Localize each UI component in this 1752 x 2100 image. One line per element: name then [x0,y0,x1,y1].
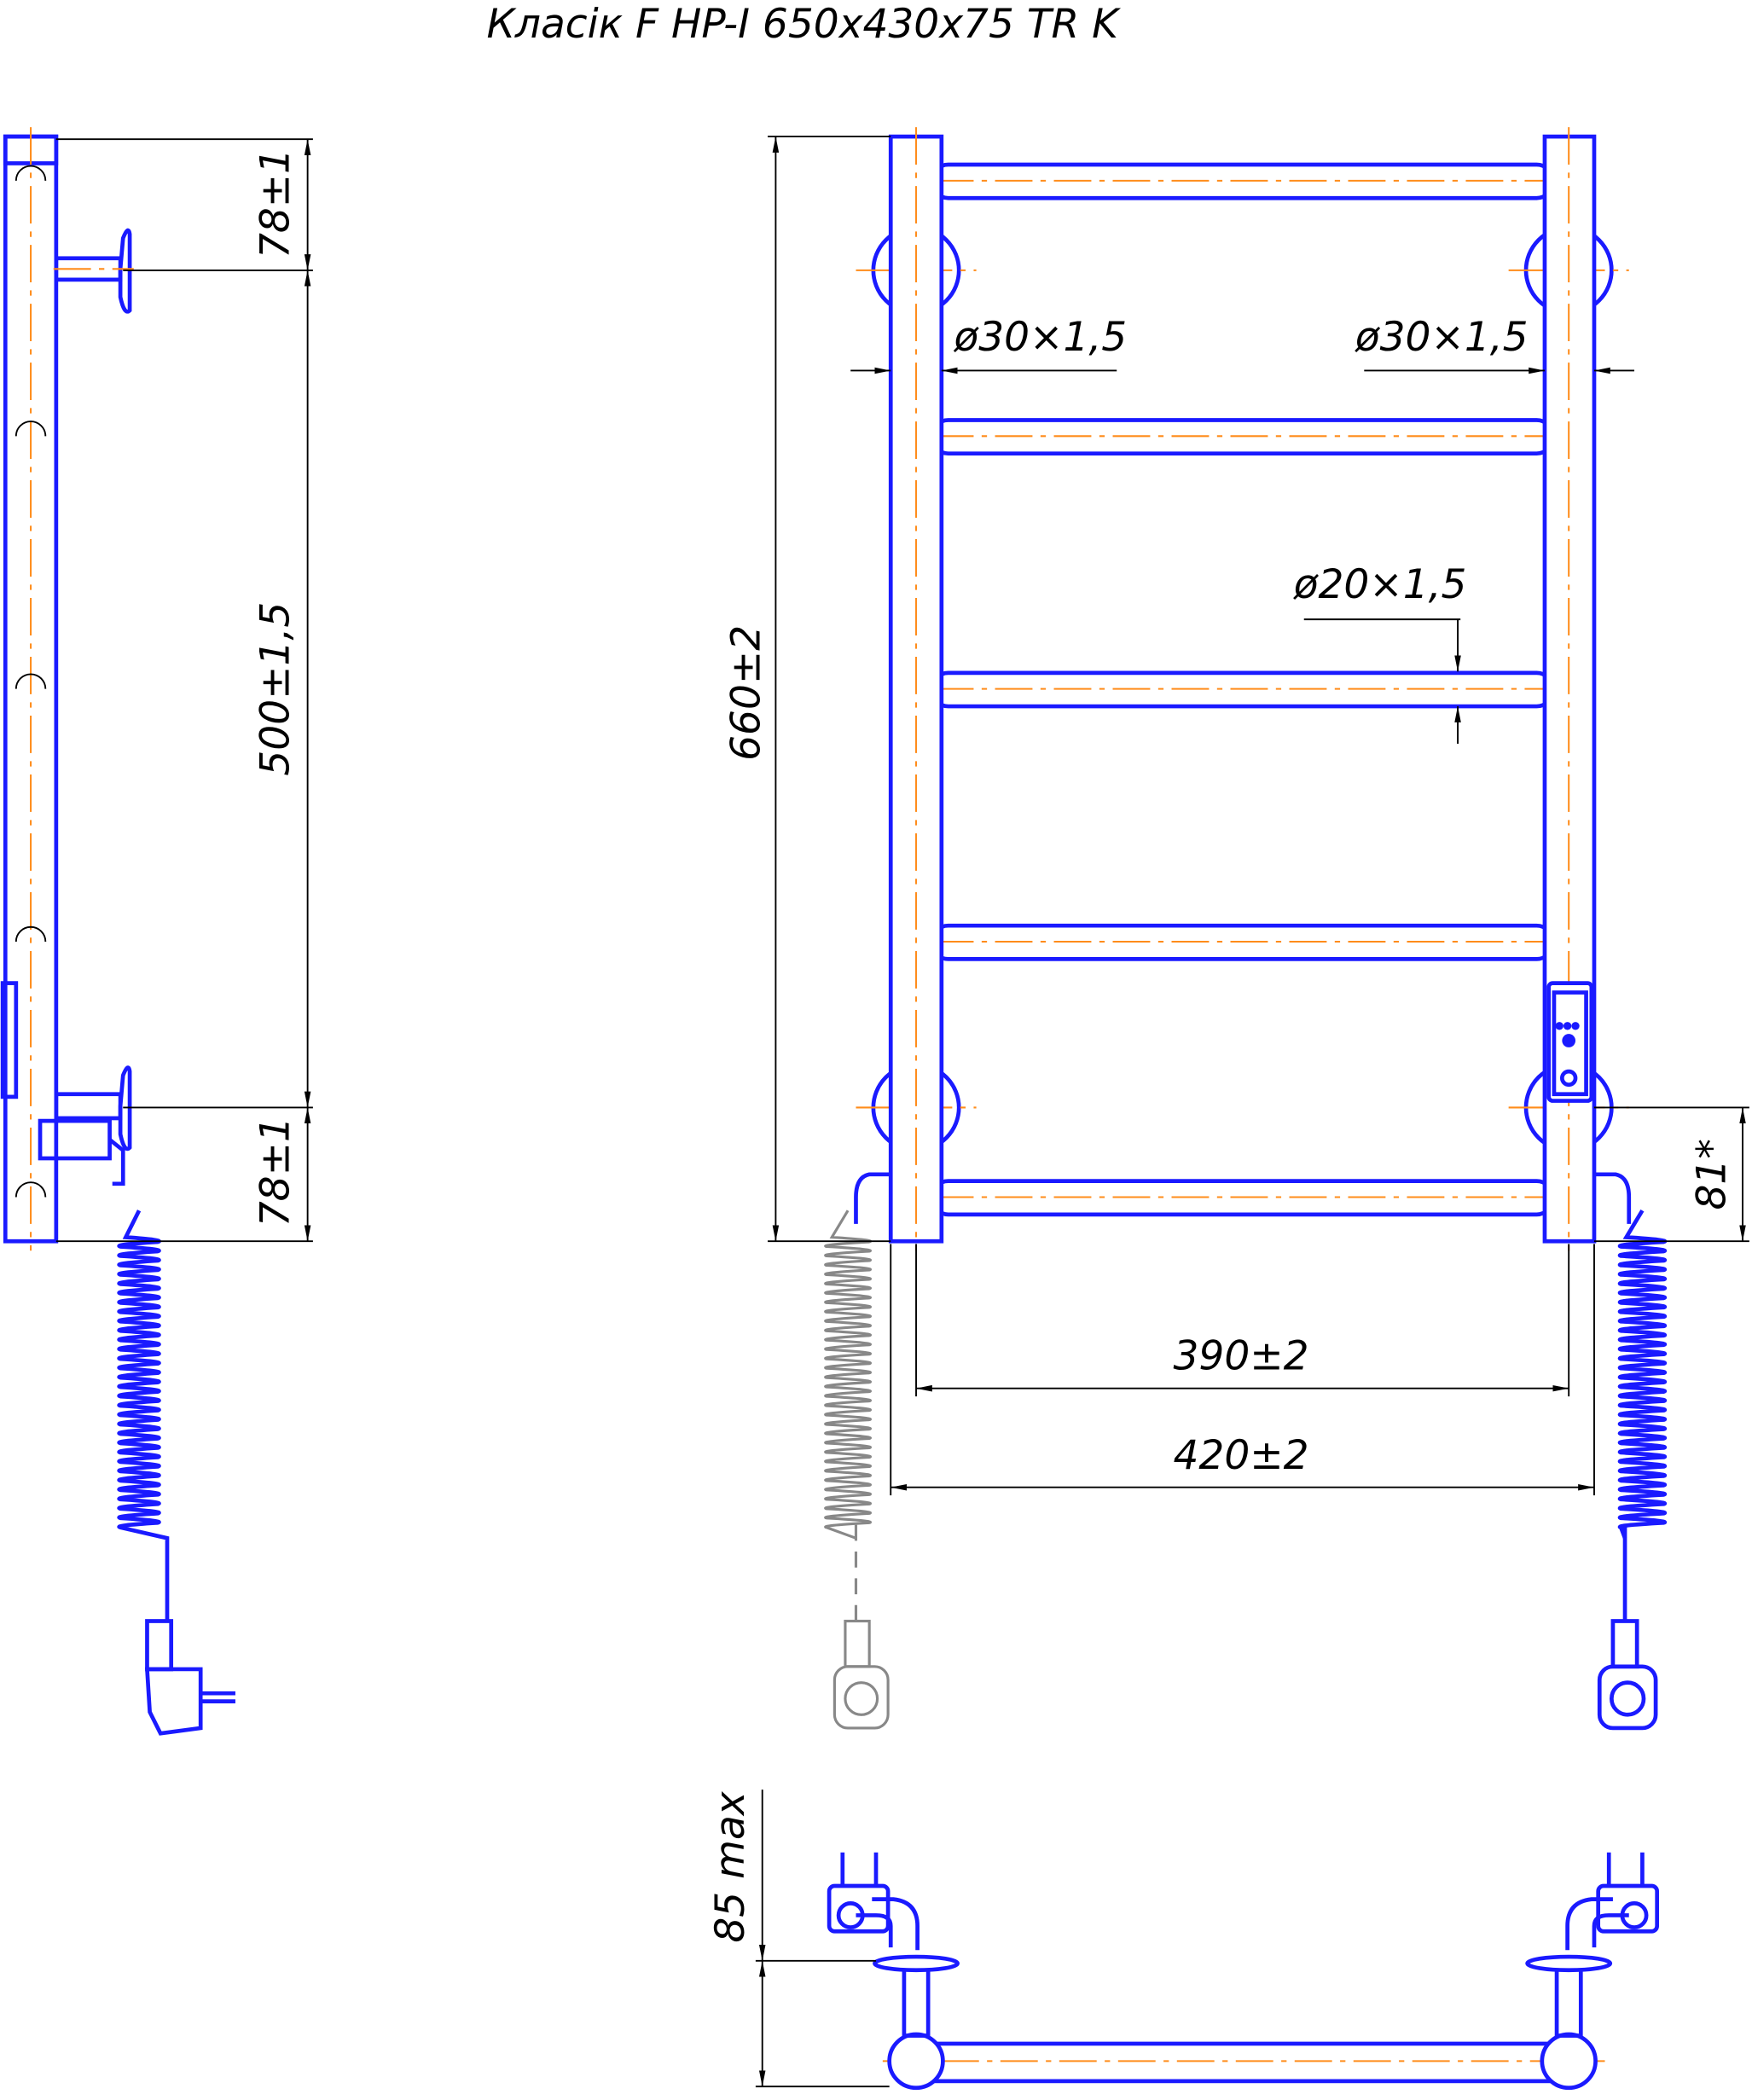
bottom-left-flange [873,1954,960,1973]
bottom-left-bracket [902,1964,931,2038]
front-view: 660±2 ø30×1,5 ø30×1,5 ø20×1,5 390±2 420±… [723,127,1749,1731]
dim-height-label: 660±2 [723,625,770,761]
bottom-left-plug [827,1852,891,1934]
side-control-box [0,981,19,1099]
heater-connector [38,1118,112,1161]
right-coiled-cable [1617,1209,1668,1540]
cable-outlets [854,1172,1632,1224]
drawing-title: Класік F HP-I 650x430x75 TR K [487,1,1122,48]
bottom-view: 85 max [707,1790,1660,2091]
right-plug [1597,1619,1658,1731]
dim-pipe-left-label: ø30×1,5 [953,314,1127,361]
heater-control-box [1546,981,1594,1103]
side-rail-stubs [15,165,47,1198]
bottom-left-post [887,2032,945,2091]
dim-depth-label: 85 max [707,1790,754,1942]
indicator-led-icon [1555,1022,1563,1030]
indicator-led-icon [1563,1022,1572,1030]
left-plug [832,1619,890,1730]
dim-axis-width-label: 390±2 [1174,1333,1309,1380]
dim-pipe-right-label: ø30×1,5 [1355,314,1529,361]
side-coiled-cable [117,1210,170,1621]
power-knob-icon [1562,1034,1576,1047]
left-coiled-cable [824,1210,873,1540]
side-plug [144,1619,235,1736]
dim-side-bottom-label: 78±1 [252,1117,299,1227]
bottom-dimensions: 85 max [707,1790,890,2088]
side-view: 78±1 500±1,5 78±1 [0,127,313,1736]
front-dimensions: 660±2 ø30×1,5 ø30×1,5 ø20×1,5 390±2 420±… [723,136,1749,1496]
side-bracket-bottom [0,981,132,1186]
dim-side-middle-label: 500±1,5 [252,602,299,776]
side-dimensions: 78±1 500±1,5 78±1 [55,138,313,1243]
dim-heater-offset-label: 81* [1689,1139,1736,1210]
dim-rail-label: ø20×1,5 [1293,561,1467,608]
bottom-rail [914,2041,1571,2084]
side-bracket-top [53,228,134,314]
mode-knob-icon [1560,1069,1578,1088]
bottom-right-post [1540,2032,1598,2091]
dim-side-top-label: 78±1 [252,148,299,258]
indicator-led-icon [1571,1022,1580,1030]
bottom-right-bracket [1554,1964,1583,2038]
bottom-right-flange [1525,1954,1613,1973]
rails [930,162,1555,1217]
dim-total-width-label: 420±2 [1174,1432,1309,1479]
bottom-right-plug [1596,1852,1660,1934]
